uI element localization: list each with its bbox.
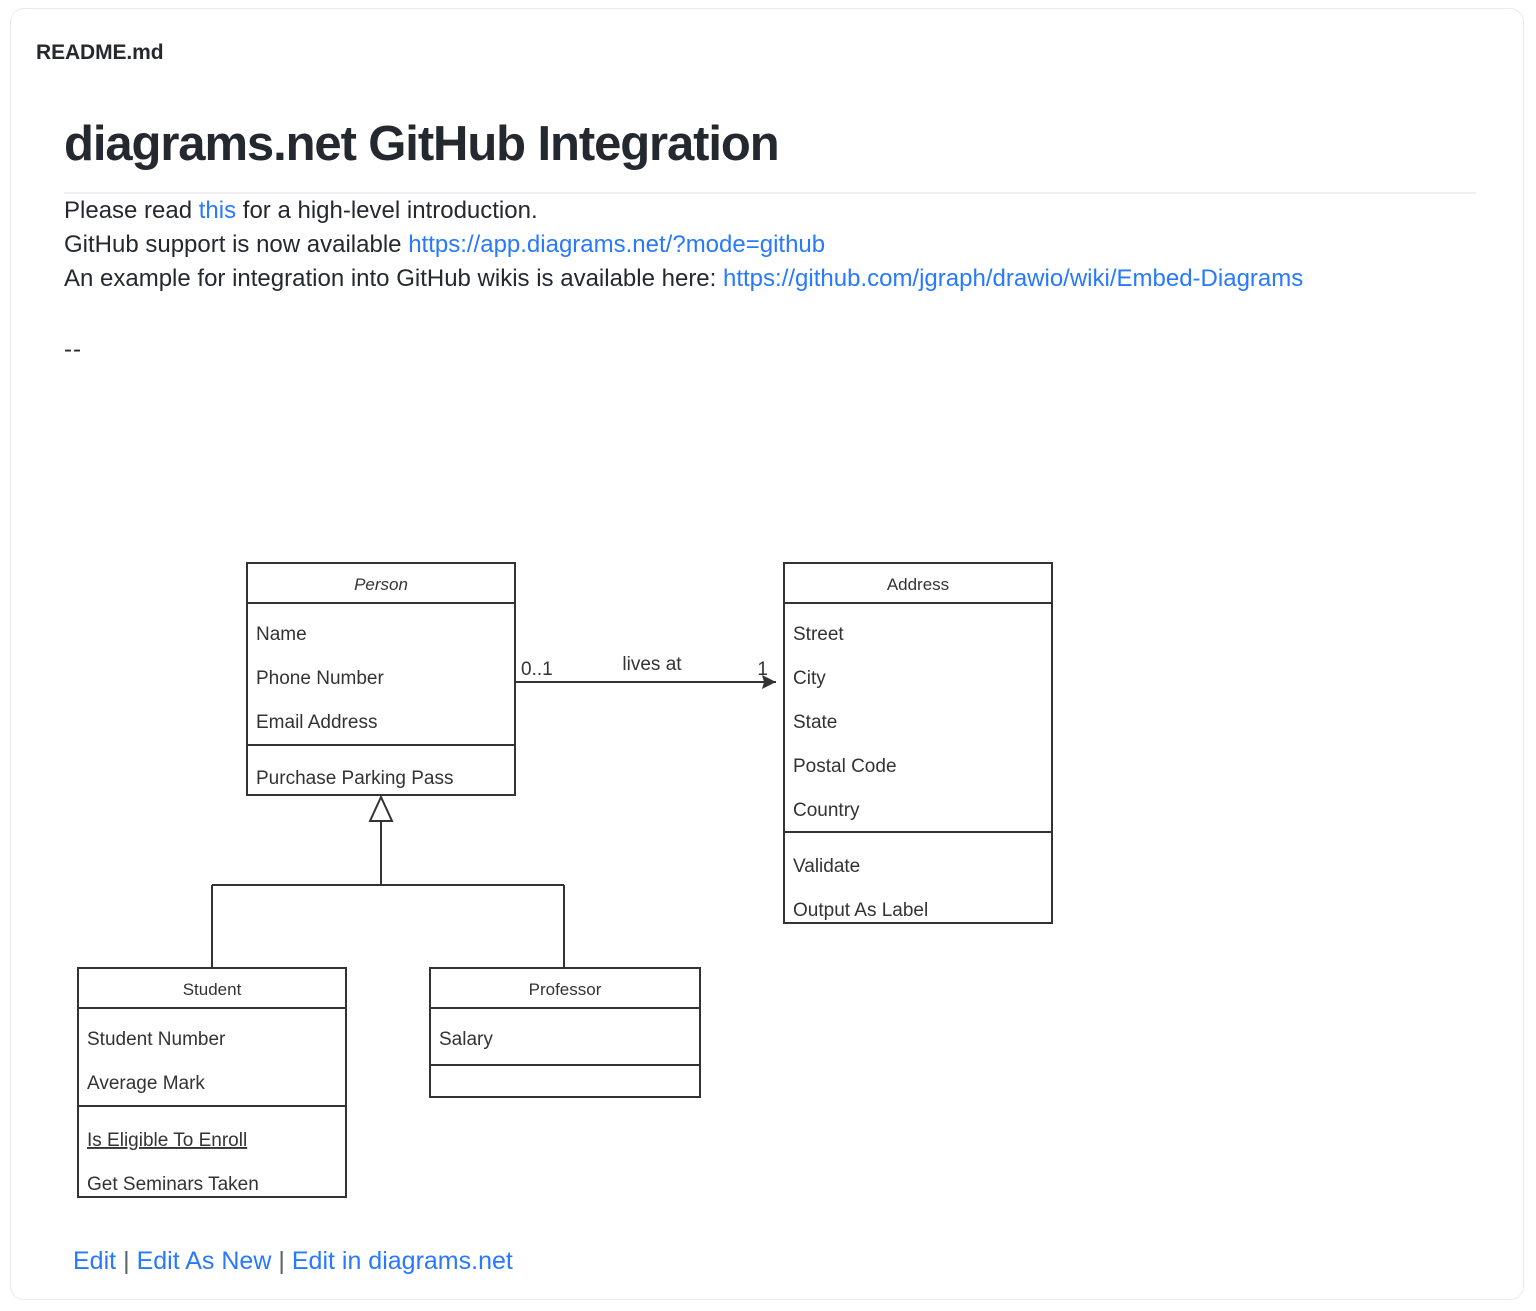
address-attribute-1: City xyxy=(793,668,826,689)
professor-class-name: Professor xyxy=(529,980,602,999)
title-divider xyxy=(64,191,1476,194)
support-text: GitHub support is now available xyxy=(64,230,409,258)
student-method-0: Is Eligible To Enroll xyxy=(87,1130,247,1151)
uml-class-address[interactable]: Address Street City State Postal Code Co… xyxy=(783,562,1053,924)
intro-text-before: Please read xyxy=(64,196,199,224)
link-separator-2: | xyxy=(278,1247,285,1275)
address-method-0: Validate xyxy=(793,856,860,877)
link-separator-1: | xyxy=(123,1247,130,1275)
address-method-1: Output As Label xyxy=(793,900,928,921)
edit-in-diagrams-net-link[interactable]: Edit in diagrams.net xyxy=(291,1247,513,1275)
generalization-triangle xyxy=(368,794,394,822)
professor-box xyxy=(429,967,701,1098)
address-class-name: Address xyxy=(887,575,949,594)
person-box xyxy=(246,562,516,796)
paragraph-wiki-example: An example for integration into GitHub w… xyxy=(64,262,1478,296)
person-attribute-1: Phone Number xyxy=(256,668,384,689)
student-box xyxy=(77,967,347,1198)
uml-class-person[interactable]: Person Name Phone Number Email Address P… xyxy=(246,562,516,796)
generalization-connector[interactable] xyxy=(211,794,565,968)
intro-text-after: for a high-level introduction. xyxy=(236,196,538,224)
edit-link[interactable]: Edit xyxy=(73,1247,117,1275)
student-class-name: Student xyxy=(183,980,242,999)
lives-at-target-multiplicity: 1 xyxy=(757,659,768,680)
relation-lives-at[interactable]: 0..1 lives at 1 xyxy=(515,654,776,689)
divider-dashes: -- xyxy=(64,336,82,364)
address-box xyxy=(783,562,1053,924)
student-attribute-1: Average Mark xyxy=(87,1073,205,1094)
lives-at-label: lives at xyxy=(622,654,682,675)
diagram-action-links: Edit|Edit As New|Edit in diagrams.net xyxy=(73,1247,513,1276)
professor-attribute-0: Salary xyxy=(439,1029,493,1050)
address-attribute-0: Street xyxy=(793,624,844,645)
link-this[interactable]: this xyxy=(198,196,237,224)
person-class-name: Person xyxy=(354,575,408,594)
address-attribute-2: State xyxy=(793,712,837,733)
paragraph-intro: Please read this for a high-level introd… xyxy=(64,194,1478,228)
link-embed-diagrams-wiki[interactable]: https://github.com/jgraph/drawio/wiki/Em… xyxy=(723,265,1304,293)
student-attribute-0: Student Number xyxy=(87,1029,226,1050)
edit-as-new-link[interactable]: Edit As New xyxy=(136,1247,272,1275)
student-method-1: Get Seminars Taken xyxy=(87,1174,259,1195)
wiki-text: An example for integration into GitHub w… xyxy=(64,265,723,293)
uml-class-professor[interactable]: Professor Salary xyxy=(429,967,701,1098)
person-method-0: Purchase Parking Pass xyxy=(256,768,454,789)
address-attribute-3: Postal Code xyxy=(793,756,897,777)
link-app-diagrams[interactable]: https://app.diagrams.net/?mode=github xyxy=(408,230,826,258)
readme-card: README.md diagrams.net GitHub Integratio… xyxy=(10,8,1524,1300)
address-attribute-4: Country xyxy=(793,800,860,821)
readme-content: diagrams.net GitHub Integration Please r… xyxy=(64,117,1478,364)
person-attribute-2: Email Address xyxy=(256,712,377,733)
person-attribute-0: Name xyxy=(256,624,307,645)
uml-class-diagram[interactable]: Person Name Phone Number Email Address P… xyxy=(64,549,1134,1219)
uml-class-student[interactable]: Student Student Number Average Mark Is E… xyxy=(77,967,347,1198)
page-title: diagrams.net GitHub Integration xyxy=(64,117,780,171)
file-name-label: README.md xyxy=(36,41,164,64)
lives-at-source-multiplicity: 0..1 xyxy=(521,659,553,680)
lives-at-arrowhead xyxy=(762,675,776,689)
paragraph-support: GitHub support is now available https://… xyxy=(64,228,1478,262)
